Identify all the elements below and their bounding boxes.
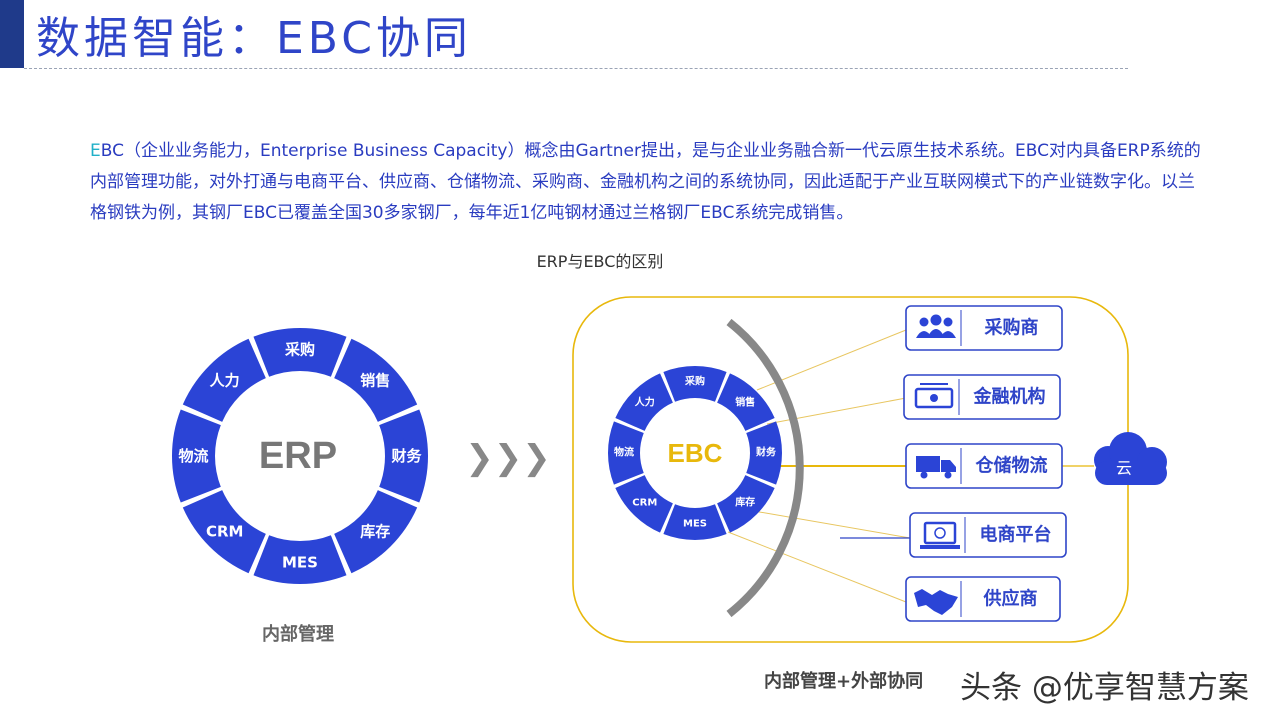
- page-title: 数据智能：EBC协同: [36, 13, 472, 64]
- truck-icon: [916, 456, 956, 479]
- erp-center-label: ERP: [259, 435, 337, 477]
- ebc-segment: [717, 373, 775, 431]
- erp-segment: [182, 490, 266, 574]
- ebc-boundary-arc: [726, 318, 804, 618]
- people-icon: [916, 314, 956, 338]
- diagram-caption: ERP与EBC的区别: [536, 252, 664, 271]
- ebc-segment-label: 库存: [735, 496, 755, 509]
- partner-box: 供应商: [905, 576, 1061, 622]
- ebc-caption: 内部管理+外部协同: [764, 671, 924, 692]
- laptop-icon: [920, 521, 960, 549]
- erp-segment-label: 销售: [360, 372, 390, 390]
- intro-text: BC（企业业务能力，Enterprise Business Capacity）概…: [90, 141, 1201, 223]
- partner-box: 仓储物流: [905, 443, 1063, 489]
- intro-paragraph: EBC（企业业务能力，Enterprise Business Capacity）…: [90, 136, 1210, 229]
- title-divider: [24, 68, 1128, 69]
- partner-label: 仓储物流: [975, 455, 1048, 477]
- erp-segment-label: MES: [282, 554, 318, 572]
- erp-segment-label: 人力: [210, 372, 240, 390]
- ebc-segment-label: 销售: [735, 395, 755, 408]
- erp-segment: [253, 535, 347, 585]
- erp-segment: [171, 409, 221, 503]
- erp-segment: [379, 409, 429, 503]
- erp-caption: 内部管理: [262, 624, 334, 645]
- erp-segment: [182, 338, 266, 422]
- cloud-icon: [1094, 432, 1167, 485]
- source-watermark: 头条 @优享智慧方案: [960, 670, 1249, 706]
- ebc-segment-label: 物流: [614, 446, 634, 459]
- cloud-label: 云: [1116, 459, 1132, 478]
- ebc-center-label: EBC: [668, 438, 723, 468]
- erp-segment: [334, 490, 418, 574]
- ebc-segment: [607, 421, 644, 485]
- partner-label: 电商平台: [980, 524, 1052, 546]
- ebc-segment: [615, 475, 673, 533]
- intro-first-letter: E: [90, 141, 101, 161]
- handshake-icon: [914, 589, 958, 615]
- ebc-segment: [615, 373, 673, 431]
- partner-box: 采购商: [905, 305, 1063, 351]
- erp-segment-label: 物流: [178, 447, 208, 465]
- ebc-segment: [746, 421, 783, 485]
- ebc-segment-label: 人力: [635, 395, 655, 408]
- erp-segment-label: 财务: [391, 447, 422, 465]
- connector-line: [727, 531, 907, 603]
- partner-label: 采购商: [984, 317, 1039, 339]
- ebc-segment: [663, 365, 727, 402]
- partner-box: 金融机构: [903, 374, 1061, 420]
- ebc-segment: [663, 504, 727, 541]
- ebc-segment-label: 财务: [755, 446, 777, 459]
- erp-segment-label: 库存: [360, 522, 390, 540]
- ebc-segment-label: MES: [683, 519, 707, 530]
- ebc-segment-label: CRM: [632, 498, 657, 509]
- money-icon: [914, 383, 954, 409]
- partner-box: 电商平台: [909, 512, 1067, 558]
- erp-segment-label: 采购: [284, 341, 315, 359]
- partner-label: 金融机构: [973, 386, 1046, 408]
- erp-segment: [334, 338, 418, 422]
- connector-line: [747, 509, 911, 539]
- transition-arrow: ❯❯❯: [465, 438, 550, 478]
- erp-segment: [253, 327, 347, 377]
- connector-lines: [727, 329, 1094, 603]
- ebc-segment: [717, 475, 775, 533]
- erp-segment-label: CRM: [206, 522, 244, 540]
- ebc-segment-label: 采购: [684, 375, 705, 388]
- partner-label: 供应商: [983, 588, 1038, 610]
- title-accent-bar: [0, 0, 24, 68]
